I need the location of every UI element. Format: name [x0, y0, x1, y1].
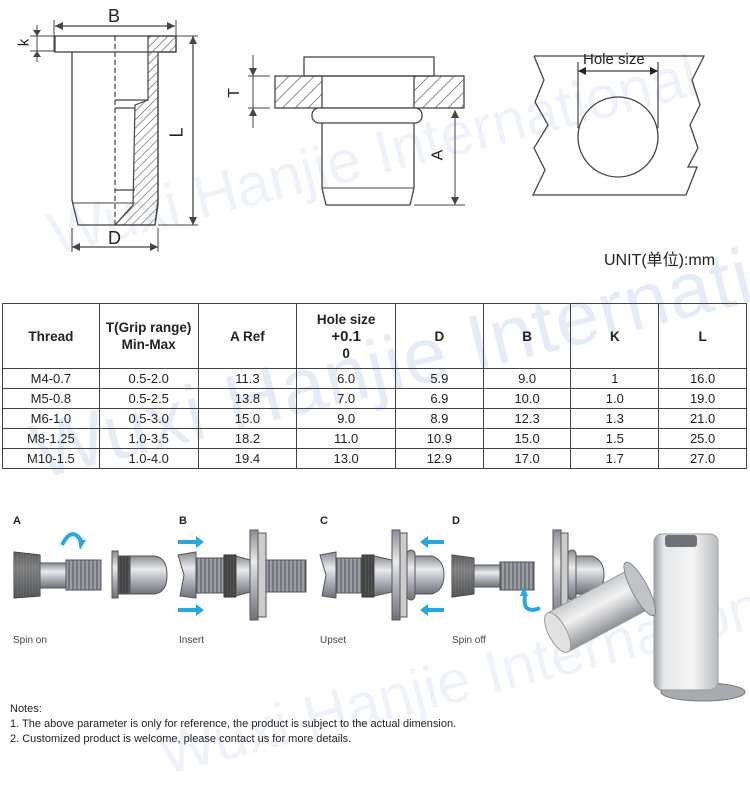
cell-d: 8.9: [394, 408, 484, 429]
hole-size-diagram: [531, 55, 706, 196]
step-a-letter: A: [13, 515, 21, 527]
header-l: L: [658, 303, 747, 369]
cell-hole: 9.0: [296, 408, 396, 429]
cell-l: 16.0: [658, 368, 747, 389]
cell-a-ref: 11.3: [197, 368, 298, 389]
rivet-nut-section-diagram: [30, 20, 198, 252]
cell-thread: M5-0.8: [2, 388, 100, 409]
notes-section: Notes: 1. The above parameter is only fo…: [10, 702, 456, 747]
step-b-insert: [177, 529, 307, 621]
cell-a-ref: 13.8: [197, 388, 298, 409]
cell-l: 27.0: [658, 448, 747, 469]
note-item: 2. Customized product is welcome, please…: [10, 733, 352, 745]
cell-hole: 6.0: [296, 368, 396, 389]
cell-d: 12.9: [394, 448, 484, 469]
notes-title: Notes:: [10, 703, 42, 715]
cell-grip: 0.5-2.5: [98, 388, 199, 409]
cell-k: 1.3: [570, 408, 660, 429]
cell-k: 1: [570, 368, 660, 389]
cell-b: 9.0: [482, 368, 572, 389]
step-b-caption: Insert: [179, 635, 205, 646]
step-a-tool: [13, 532, 102, 599]
cell-b: 17.0: [482, 448, 572, 469]
cell-grip: 0.5-2.0: [98, 368, 199, 389]
header-thread: Thread: [2, 303, 100, 369]
dim-label-l: L: [166, 127, 187, 138]
cell-d: 6.9: [394, 388, 484, 409]
cell-k: 1.7: [570, 448, 660, 469]
header-d: D: [394, 303, 484, 369]
rivet-nut-product-photo: [544, 533, 746, 702]
installation-steps-illustration: [13, 529, 605, 621]
cell-l: 19.0: [658, 388, 747, 409]
cell-grip: 1.0-4.0: [98, 448, 199, 469]
step-b-letter: B: [179, 515, 187, 527]
dim-label-a: A: [429, 149, 447, 161]
dim-label-b: B: [108, 6, 121, 26]
header-b: B: [482, 303, 572, 369]
step-d-letter: D: [452, 515, 460, 527]
cell-d: 5.9: [394, 368, 484, 389]
unit-label: UNIT(单位):mm: [604, 252, 716, 269]
installed-nut-diagram: [248, 55, 465, 206]
cell-l: 25.0: [658, 428, 747, 449]
cell-b: 10.0: [482, 388, 572, 409]
cell-thread: M10-1.5: [2, 448, 100, 469]
cell-b: 12.3: [482, 408, 572, 429]
cell-thread: M6-1.0: [2, 408, 100, 429]
cell-thread: M4-0.7: [2, 368, 100, 389]
hole-size-label: Hole size: [583, 51, 645, 68]
dim-label-t: T: [225, 88, 243, 98]
cell-hole: 11.0: [296, 428, 396, 449]
cell-k: 1.0: [570, 388, 660, 409]
step-c-letter: C: [320, 515, 328, 527]
step-d-caption: Spin off: [452, 635, 486, 646]
cell-grip: 1.0-3.5: [98, 428, 199, 449]
note-item: 1. The above parameter is only for refer…: [10, 718, 457, 730]
step-a-nut: [111, 550, 168, 599]
header-k: K: [570, 303, 660, 369]
cell-hole: 7.0: [296, 388, 396, 409]
cell-l: 21.0: [658, 408, 747, 429]
cell-k: 1.5: [570, 428, 660, 449]
header-grip-range: T(Grip range)Min-Max: [98, 303, 199, 369]
table-header-row: Thread T(Grip range)Min-Max A Ref Hole s…: [2, 303, 747, 369]
cell-b: 15.0: [482, 428, 572, 449]
step-c-caption: Upset: [320, 635, 347, 646]
cell-grip: 0.5-3.0: [98, 408, 199, 429]
dim-label-d: D: [108, 228, 121, 248]
cell-a-ref: 19.4: [197, 448, 298, 469]
cell-d: 10.9: [394, 428, 484, 449]
step-a-caption: Spin on: [13, 635, 47, 646]
step-c-upset: [319, 529, 445, 621]
step-d-spin-off: [451, 529, 605, 621]
cell-hole: 13.0: [296, 448, 396, 469]
cell-thread: M8-1.25: [2, 428, 100, 449]
header-a-ref: A Ref: [197, 303, 298, 369]
cell-a-ref: 15.0: [197, 408, 298, 429]
dim-label-k: k: [15, 38, 33, 47]
spec-table: Thread T(Grip range)Min-Max A Ref Hole s…: [2, 303, 747, 469]
cell-a-ref: 18.2: [197, 428, 298, 449]
